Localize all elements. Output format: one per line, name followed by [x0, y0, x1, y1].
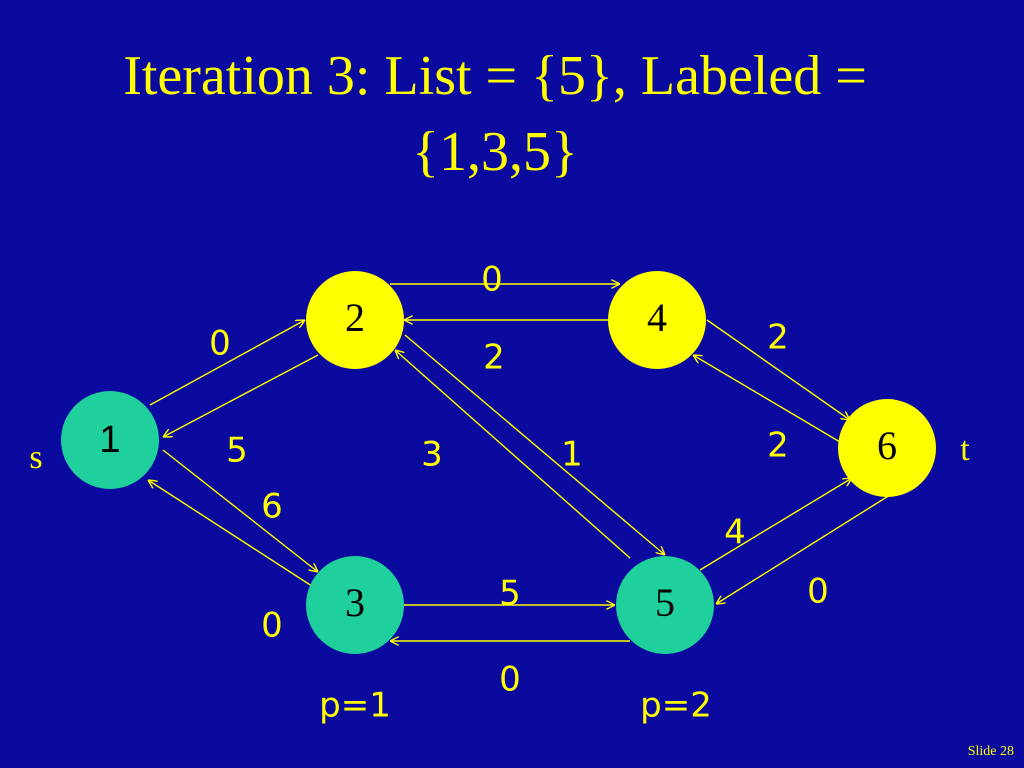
node-label-3: 3 [345, 580, 365, 625]
edge-6-to-4 [693, 355, 841, 443]
sink-label: t [960, 431, 970, 468]
node-label-2: 2 [345, 295, 365, 340]
edge-label-2-to-1: 5 [226, 431, 248, 471]
edge-1-to-2 [149, 320, 305, 406]
slide-title: Iteration 3: List = {5}, Labeled = {1,3,… [123, 45, 867, 183]
edge-2-to-1 [163, 354, 319, 437]
slide-number: Slide 28 [967, 744, 1014, 759]
node-2 [306, 271, 404, 369]
edge-6-to-5 [716, 494, 891, 604]
edge-label-5-to-2: 3 [421, 435, 443, 475]
node-6 [838, 399, 936, 497]
edge-label-1-to-2: 0 [209, 324, 231, 364]
node-3 [306, 556, 404, 654]
edge-5-to-2 [395, 350, 631, 559]
edge-label-3-to-5: 5 [499, 574, 521, 614]
node-label-4: 4 [647, 295, 667, 340]
edge-label-4-to-2: 2 [483, 338, 505, 378]
edge-label-5-to-3: 0 [499, 660, 521, 700]
edge-label-3-to-1: 0 [261, 606, 283, 646]
edge-label-6-to-5: 0 [807, 572, 829, 612]
edge-label-5-to-6: 4 [724, 513, 746, 553]
edge-label-4-to-6: 2 [767, 318, 789, 358]
edge-2-to-5 [404, 334, 665, 555]
predecessor-label-node-3: p=1 [319, 686, 391, 726]
edge-4-to-6 [706, 319, 850, 420]
edge-5-to-6 [699, 478, 852, 571]
edge-3-to-1 [148, 480, 319, 591]
node-4 [608, 271, 706, 369]
node-label-6: 6 [877, 423, 897, 468]
predecessor-label-node-5: p=2 [640, 686, 712, 726]
node-1 [61, 391, 159, 489]
node-label-1: 1 [99, 419, 120, 461]
edge-1-to-3 [162, 449, 318, 572]
node-5 [616, 556, 714, 654]
edge-label-2-to-4: 0 [481, 260, 503, 300]
edge-label-1-to-3: 6 [261, 487, 283, 527]
node-label-5: 5 [655, 580, 675, 625]
edge-label-2-to-5: 1 [561, 435, 583, 475]
edge-label-6-to-4: 2 [767, 426, 789, 466]
source-label: s [29, 439, 42, 476]
